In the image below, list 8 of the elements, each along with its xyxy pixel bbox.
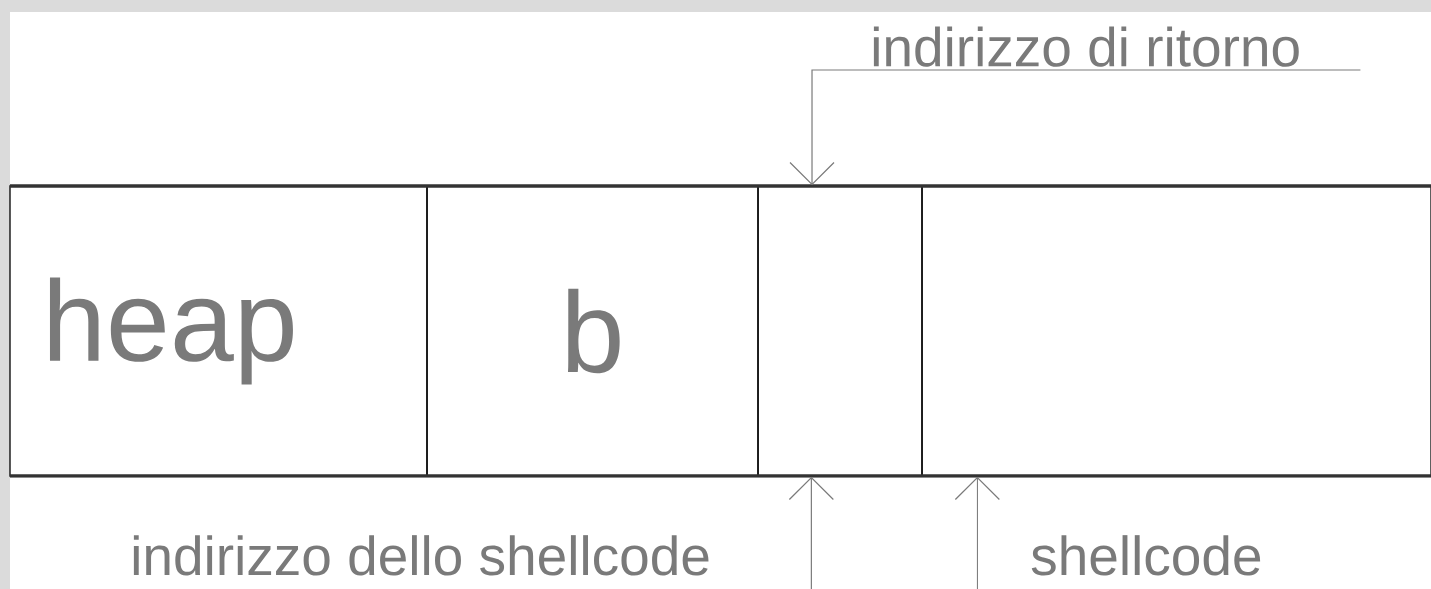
callout-text: indirizzo di ritorno xyxy=(873,26,1299,67)
memory-cell: heap xyxy=(9,185,428,477)
arrow xyxy=(954,476,1000,589)
annotation-text: shellcode xyxy=(1031,535,1261,576)
annotation-text: indirizzo dello shellcode xyxy=(133,535,709,576)
arrow xyxy=(789,69,1361,186)
arrow xyxy=(788,476,834,589)
memory-cell: b xyxy=(426,185,759,477)
